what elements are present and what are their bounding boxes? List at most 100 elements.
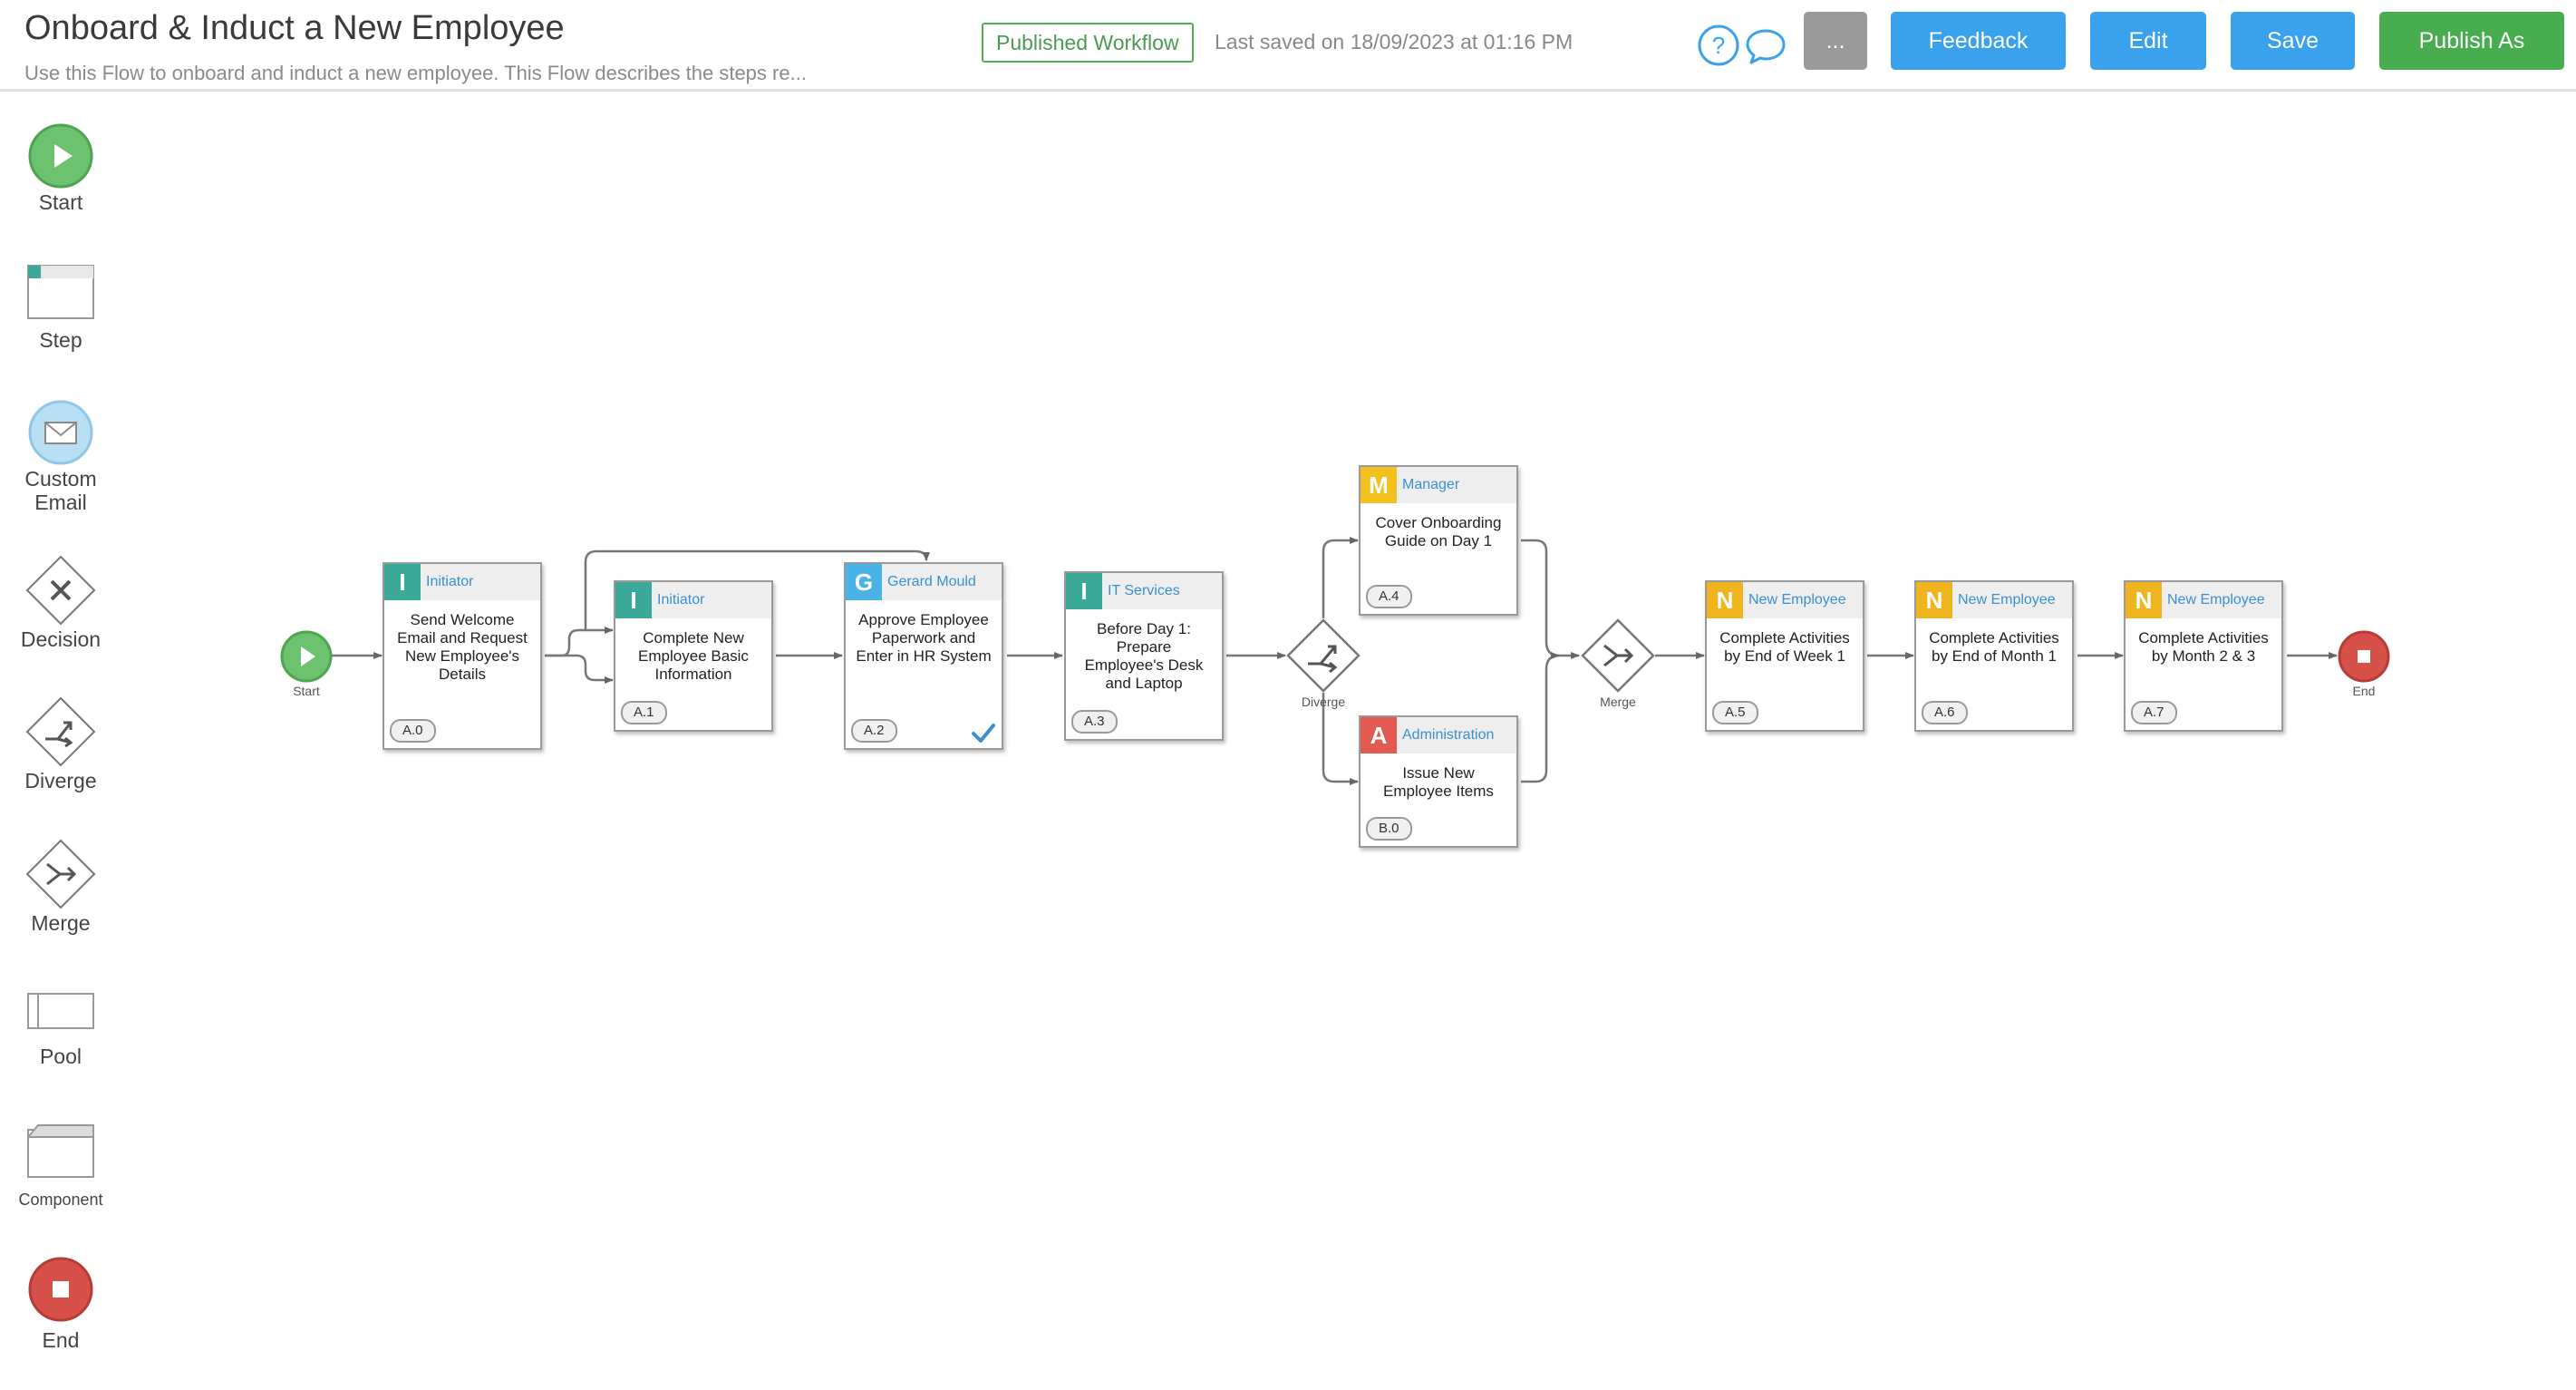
palette-custom-email[interactable]: Custom Email xyxy=(0,399,121,517)
step-title: Complete Activities by End of Week 1 xyxy=(1719,629,1850,665)
connector xyxy=(1322,537,1359,618)
help-icon[interactable]: ? xyxy=(1697,24,1740,67)
workflow-title[interactable]: Onboard & Induct a New Employee xyxy=(24,9,565,47)
more-options-button[interactable]: ... xyxy=(1804,12,1867,70)
svg-text:?: ? xyxy=(1712,32,1725,59)
end-event[interactable] xyxy=(2337,629,2391,684)
step-code-badge: A.1 xyxy=(621,701,667,724)
assignee-role[interactable]: New Employee xyxy=(1748,592,1846,608)
palette-step[interactable]: Step xyxy=(0,263,121,354)
palette-step-label: Step xyxy=(39,328,82,352)
palette-merge[interactable]: Merge xyxy=(0,839,121,938)
step-header: N New Employee xyxy=(1707,582,1863,618)
palette-pool-label: Pool xyxy=(39,1045,82,1068)
step-title: Complete Activities by End of Month 1 xyxy=(1929,629,2059,665)
connector xyxy=(1521,539,1580,659)
step-title: Before Day 1: Prepare Employee's Desk an… xyxy=(1084,620,1204,692)
step-code-badge: A.5 xyxy=(1712,701,1758,724)
assignee-role[interactable]: Gerard Mould xyxy=(887,574,976,589)
palette-end[interactable]: End xyxy=(0,1256,121,1360)
palette-decision[interactable]: Decision xyxy=(0,555,121,655)
step-code-badge: A.7 xyxy=(2131,701,2177,724)
assignee-role[interactable]: New Employee xyxy=(1958,592,2056,608)
start-event-label: Start xyxy=(293,684,320,698)
palette-start-label: Start xyxy=(38,190,83,214)
assignee-role[interactable]: Manager xyxy=(1402,477,1460,492)
envelope-icon xyxy=(28,400,93,465)
step-header: M Manager xyxy=(1361,467,1516,503)
feedback-button[interactable]: Feedback xyxy=(1891,12,2066,70)
palette-start[interactable]: Start xyxy=(0,118,121,218)
assignee-role[interactable]: New Employee xyxy=(2167,592,2265,608)
palette-component[interactable]: Component xyxy=(0,1124,121,1210)
palette-diverge-label: Diverge xyxy=(24,769,97,792)
assignee-initial-badge: I xyxy=(615,582,652,618)
status-badge: Published Workflow xyxy=(982,23,1194,63)
decision-icon xyxy=(25,555,96,626)
publish-as-button[interactable]: Publish As xyxy=(2379,12,2564,70)
step-title: Complete New Employee Basic Information xyxy=(638,629,749,683)
start-event-icon xyxy=(28,123,93,189)
merge-gateway[interactable] xyxy=(1581,618,1655,693)
palette-diverge[interactable]: Diverge xyxy=(0,696,121,796)
pool-icon xyxy=(27,993,94,1029)
palette-pool[interactable]: Pool xyxy=(0,993,121,1074)
assignee-role[interactable]: IT Services xyxy=(1108,583,1180,598)
diverge-gateway-label: Diverge xyxy=(1301,695,1346,709)
step-code-badge: A.0 xyxy=(390,719,436,743)
assignee-initial-badge: M xyxy=(1361,467,1397,503)
step-title: Cover Onboarding Guide on Day 1 xyxy=(1375,514,1502,549)
step-code-badge: A.6 xyxy=(1922,701,1968,724)
save-button[interactable]: Save xyxy=(2231,12,2355,70)
step-code-badge: B.0 xyxy=(1366,817,1412,841)
step-header: I Initiator xyxy=(615,582,771,618)
end-event-icon xyxy=(28,1257,93,1322)
comment-icon[interactable] xyxy=(1744,24,1787,67)
assignee-initial-badge: I xyxy=(1066,573,1102,609)
connector xyxy=(545,627,614,657)
edit-button[interactable]: Edit xyxy=(2090,12,2206,70)
assignee-initial-badge: N xyxy=(1916,582,1952,618)
assignee-role[interactable]: Initiator xyxy=(657,592,705,608)
connector xyxy=(545,654,614,684)
diverge-gateway[interactable] xyxy=(1286,618,1361,693)
assignee-initial-badge: G xyxy=(846,564,882,600)
component-icon xyxy=(27,1124,94,1178)
diverge-icon xyxy=(25,696,96,767)
connector xyxy=(1521,652,1560,783)
workflow-description[interactable]: Use this Flow to onboard and induct a ne… xyxy=(24,62,807,84)
step-header: N New Employee xyxy=(1916,582,2072,618)
step-header: N New Employee xyxy=(2126,582,2281,618)
step-code-badge: A.3 xyxy=(1071,710,1118,734)
assignee-role[interactable]: Initiator xyxy=(426,574,474,589)
palette-merge-label: Merge xyxy=(31,911,91,935)
start-event[interactable] xyxy=(279,629,334,684)
checkmark-icon xyxy=(972,724,995,743)
step-code-badge: A.2 xyxy=(851,719,897,743)
step-title: Complete Activities by Month 2 & 3 xyxy=(2138,629,2269,665)
assignee-initial-badge: N xyxy=(1707,582,1743,618)
step-header: I IT Services xyxy=(1066,573,1222,609)
step-title: Issue New Employee Items xyxy=(1383,764,1494,800)
last-saved-text: Last saved on 18/09/2023 at 01:16 PM xyxy=(1215,30,1574,53)
workflow-header: Onboard & Induct a New Employee Use this… xyxy=(0,0,2576,92)
palette-end-label: End xyxy=(42,1328,80,1352)
step-header: I Initiator xyxy=(384,564,540,600)
merge-gateway-label: Merge xyxy=(1600,695,1636,709)
merge-icon xyxy=(25,839,96,909)
assignee-role[interactable]: Administration xyxy=(1402,727,1495,743)
palette-decision-label: Decision xyxy=(20,627,102,651)
step-shape-icon xyxy=(27,265,94,319)
assignee-initial-badge: N xyxy=(2126,582,2162,618)
assignee-initial-badge: I xyxy=(384,564,421,600)
